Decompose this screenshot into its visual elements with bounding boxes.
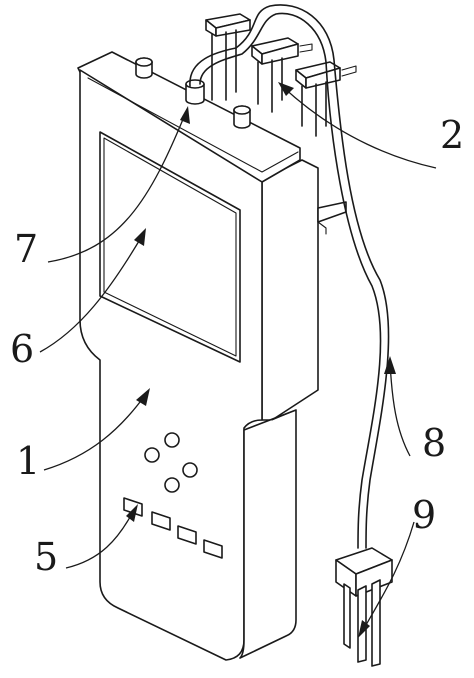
cable-connector bbox=[185, 79, 205, 105]
probe bbox=[335, 547, 393, 667]
top-knobs bbox=[135, 57, 251, 129]
leader-lines bbox=[39, 82, 437, 638]
probe-clips bbox=[205, 13, 357, 137]
label-9: 9 bbox=[412, 493, 436, 537]
screen bbox=[99, 131, 241, 363]
label-1: 1 bbox=[16, 439, 40, 483]
label-5: 5 bbox=[34, 535, 58, 579]
round-buttons bbox=[144, 432, 198, 493]
label-8: 8 bbox=[422, 421, 446, 465]
reference-numerals: 2 7 6 1 5 8 9 bbox=[10, 113, 464, 579]
label-7: 7 bbox=[14, 227, 38, 271]
label-6: 6 bbox=[10, 327, 34, 371]
key-buttons bbox=[123, 497, 223, 559]
mounting-plate bbox=[317, 201, 347, 235]
label-2: 2 bbox=[440, 113, 464, 157]
cable bbox=[189, 4, 390, 549]
